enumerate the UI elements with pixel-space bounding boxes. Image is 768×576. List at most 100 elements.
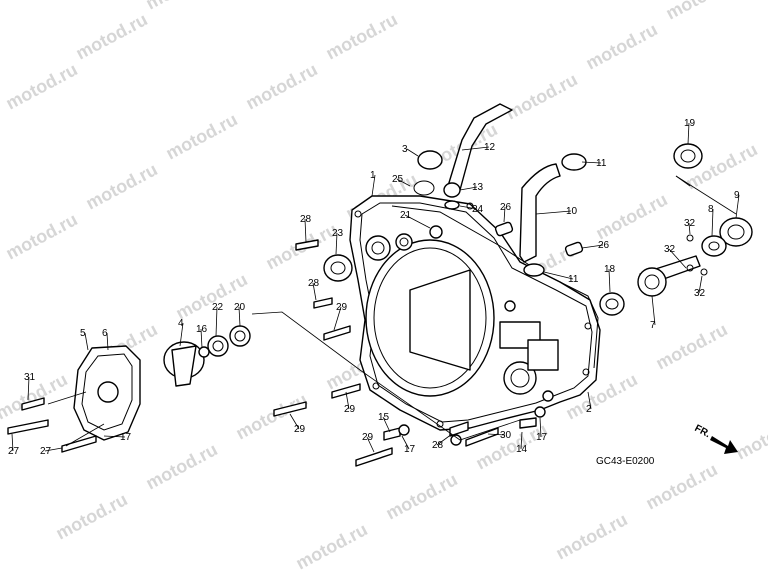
water-hose-group	[494, 153, 587, 277]
callout-29: 29	[333, 302, 348, 331]
callout-26: 26	[500, 202, 512, 223]
callout-leader	[333, 306, 342, 331]
callout-number: 29	[344, 404, 356, 415]
callout-20: 20	[234, 302, 246, 327]
callout-number: 14	[516, 444, 528, 455]
callout-number: 28	[300, 214, 312, 225]
callout-leader	[406, 148, 419, 157]
callout-leader	[84, 332, 89, 351]
callout-16: 16	[196, 324, 208, 349]
callout-12: 12	[461, 142, 496, 153]
diagram-code: GC43-E0200	[596, 456, 655, 467]
callout-number: 17	[404, 444, 416, 455]
watermark-text: motod.ru	[162, 109, 240, 163]
callout-number: 15	[378, 412, 390, 423]
callout-11: 11	[543, 271, 579, 285]
callout-number: 30	[500, 430, 512, 441]
watermark-text: motod.ru	[142, 0, 220, 14]
callout-number: 10	[566, 206, 578, 217]
callout-leader	[461, 146, 490, 151]
callout-number: 32	[664, 244, 676, 255]
callout-number: 8	[708, 204, 714, 215]
callout-number: 28	[432, 440, 444, 451]
leader-lines	[47, 311, 521, 447]
callout-24: 24	[459, 204, 484, 215]
callout-10: 10	[535, 206, 578, 217]
callout-leader	[459, 186, 478, 191]
callout-leader	[304, 218, 307, 243]
callout-8: 8	[708, 204, 714, 237]
callout-leader	[503, 206, 506, 223]
callout-leader	[543, 271, 574, 280]
callout-23: 23	[332, 228, 344, 255]
callout-2: 2	[586, 391, 592, 415]
callout-leader	[200, 328, 203, 349]
callout-number: 32	[694, 288, 706, 299]
callout-number: 27	[40, 446, 52, 457]
callout-leader	[44, 447, 63, 452]
watermark-text: motod.ru	[382, 469, 460, 523]
callout-number: 1	[370, 170, 376, 181]
watermark-text: motod.ru	[2, 209, 80, 263]
callout-leader	[535, 210, 572, 215]
callout-1: 1	[370, 170, 376, 197]
callout-leader	[735, 194, 740, 219]
callout-15: 15	[378, 412, 391, 433]
callout-number: 18	[604, 264, 616, 275]
callout-number: 17	[536, 432, 548, 443]
callout-4: 4	[178, 318, 184, 347]
watermark-text: motod.ru	[502, 69, 580, 123]
callout-5: 5	[80, 328, 89, 351]
callout-leader	[371, 174, 376, 197]
callout-leader	[711, 208, 714, 237]
bolts	[7, 239, 546, 467]
callout-leader	[312, 282, 317, 301]
callout-29: 29	[362, 432, 375, 453]
callout-17: 17	[401, 435, 416, 455]
watermark-text: motod.ru	[82, 159, 160, 213]
pump-shaft-group	[599, 143, 753, 316]
watermark-text: motod.ru	[242, 59, 320, 113]
callout-number: 21	[400, 210, 412, 221]
callout-number: 26	[500, 202, 512, 213]
callout-26: 26	[581, 240, 610, 251]
callout-leader	[215, 306, 218, 337]
callout-number: 2	[586, 404, 592, 415]
callout-leader	[27, 376, 30, 401]
callout-leader	[651, 295, 656, 326]
callout-number: 6	[102, 328, 108, 339]
watermark-text: motod.ru	[642, 459, 720, 513]
water-pump-cover	[73, 345, 141, 441]
callout-number: 11	[596, 158, 607, 169]
callout-number: 7	[650, 320, 656, 331]
callout-17: 17	[536, 417, 548, 443]
callout-leader	[581, 161, 602, 164]
callout-27: 27	[40, 446, 63, 457]
watermark-text: motod.ru	[52, 489, 130, 543]
callout-number: 31	[24, 372, 36, 383]
callout-leader	[382, 416, 391, 433]
callout-number: 3	[402, 144, 408, 155]
watermark-text: motod.ru	[552, 509, 630, 563]
callout-7: 7	[650, 295, 656, 331]
callout-31: 31	[24, 372, 36, 401]
callout-number: 17	[120, 432, 132, 443]
callout-14: 14	[516, 431, 528, 455]
callout-29: 29	[289, 413, 306, 435]
callout-number: 4	[178, 318, 184, 329]
watermark-text: motod.ru	[592, 189, 670, 243]
callout-30: 30	[487, 430, 512, 441]
callout-11: 11	[581, 158, 607, 169]
watermark-text: motod.ru	[652, 319, 730, 373]
callout-leader	[520, 431, 523, 450]
callout-number: 29	[336, 302, 348, 313]
callout-6: 6	[102, 328, 109, 351]
watermark-text: motod.ru	[142, 439, 220, 493]
watermark-text: motod.ru	[322, 9, 400, 63]
callout-leader	[698, 275, 703, 294]
callout-leader	[539, 417, 542, 438]
callout-27: 27	[8, 433, 20, 457]
callout-25: 25	[392, 174, 411, 187]
watermark-text: motod.ru	[172, 269, 250, 323]
